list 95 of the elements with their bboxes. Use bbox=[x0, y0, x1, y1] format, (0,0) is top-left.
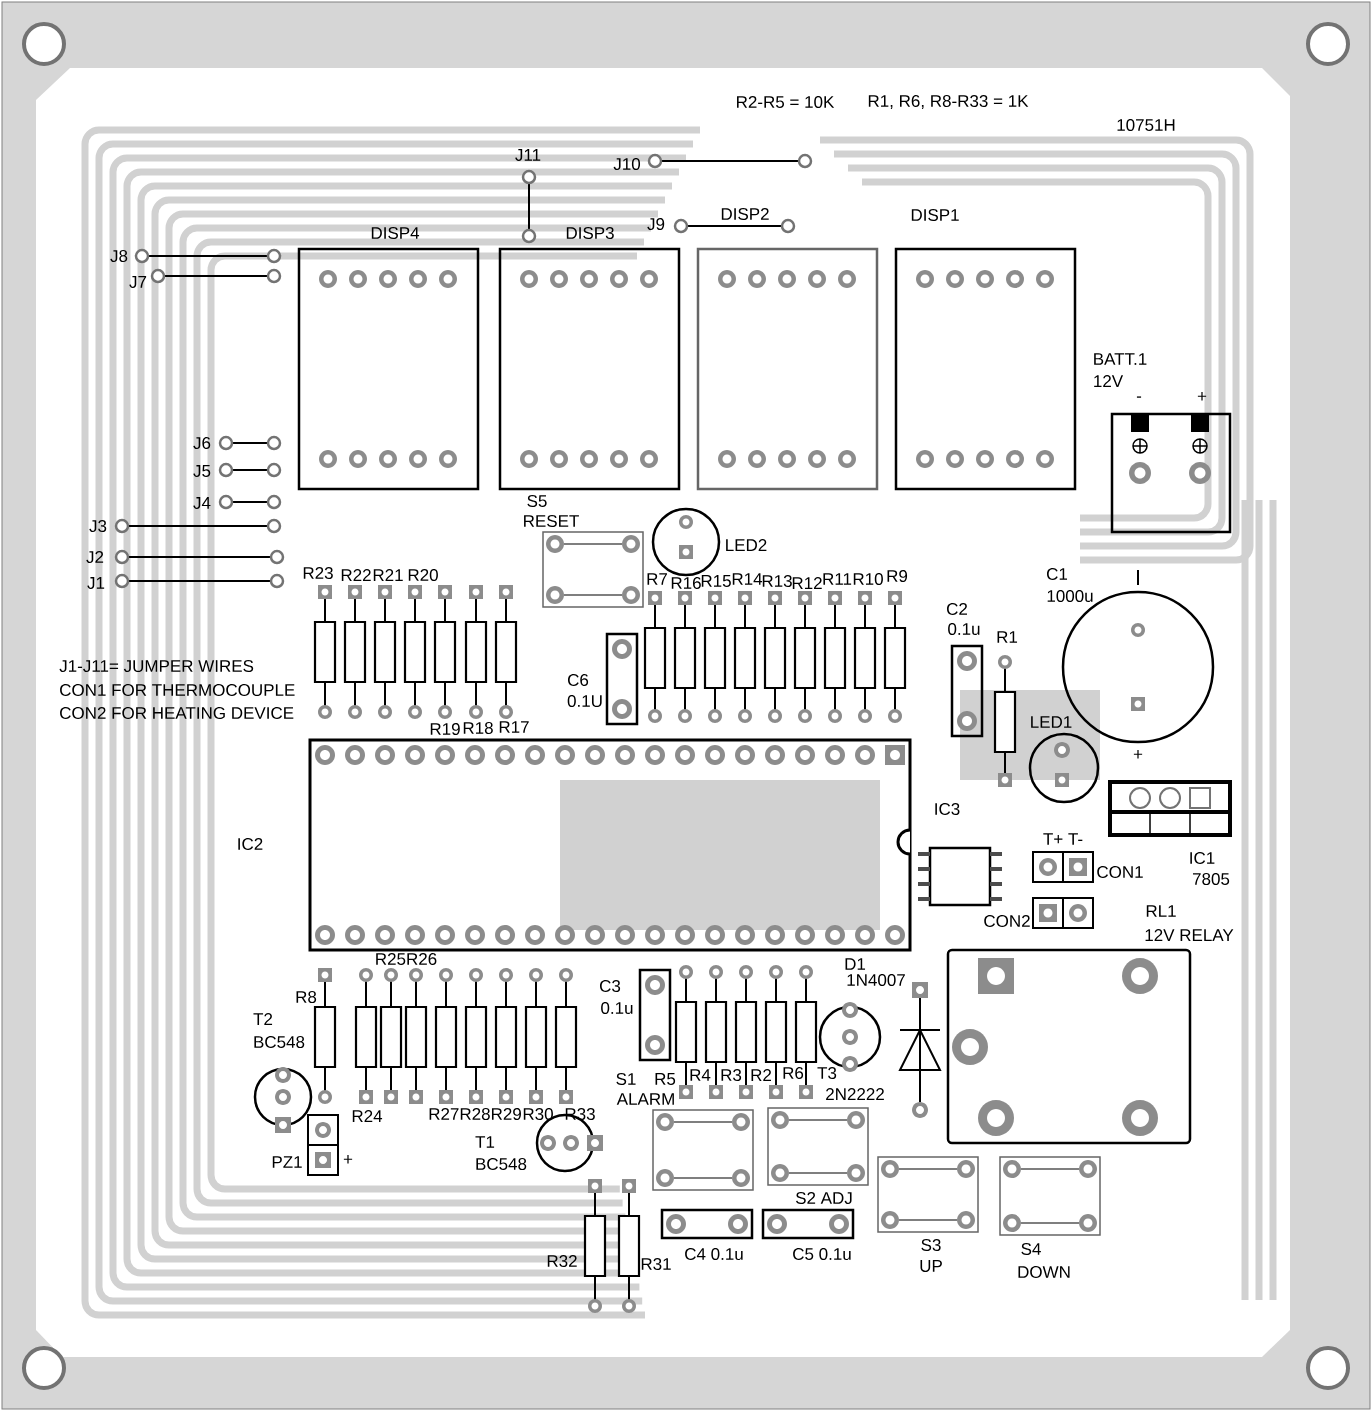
component-label: ALARM bbox=[616, 1093, 674, 1105]
component-label: J9 bbox=[647, 218, 665, 231]
component-label: 7805 bbox=[1192, 873, 1230, 886]
component-label: BATT.1 bbox=[1094, 353, 1147, 365]
component-label: 12V RELAY bbox=[1145, 929, 1234, 941]
component-label: 1N4007 bbox=[847, 974, 905, 987]
component-label: R8 bbox=[296, 991, 317, 1004]
component-label: LED2 bbox=[726, 539, 767, 551]
component-label: 0.1U bbox=[567, 695, 602, 708]
component-label: J8 bbox=[110, 250, 128, 263]
component-label: 10751H bbox=[1117, 119, 1175, 132]
component-label: T2 bbox=[253, 1013, 273, 1025]
component-label: C6 bbox=[568, 674, 589, 687]
component-label: + bbox=[1133, 750, 1143, 759]
component-label: S3 bbox=[921, 1239, 941, 1252]
component-label: R16 bbox=[671, 577, 701, 590]
component-label: C3 bbox=[600, 980, 621, 993]
component-label: C1 bbox=[1047, 568, 1068, 581]
component-label: R12 bbox=[792, 577, 822, 589]
component-label: R3 bbox=[721, 1069, 742, 1082]
component-label: R20 bbox=[408, 569, 438, 582]
component-label: J4 bbox=[193, 497, 211, 509]
component-label: R27R28R29 bbox=[429, 1108, 521, 1121]
component-label: C2 bbox=[947, 603, 967, 616]
component-label: R2-R5 = 10K bbox=[737, 96, 835, 109]
component-label: J11 bbox=[515, 149, 541, 161]
component-label: J7 bbox=[129, 276, 147, 288]
component-label: T1 bbox=[475, 1136, 495, 1148]
component-label: J3 bbox=[89, 520, 107, 533]
component-label: T3 bbox=[817, 1067, 837, 1080]
component-label: J5 bbox=[193, 465, 211, 477]
component-label: S5 bbox=[527, 495, 547, 508]
component-label: S1 bbox=[616, 1073, 636, 1086]
component-label: BC548 bbox=[476, 1158, 527, 1171]
component-label: R4 bbox=[690, 1069, 711, 1081]
component-label: R1, R6, R8-R33 = 1K bbox=[868, 95, 1029, 110]
component-label: CON2 bbox=[984, 915, 1030, 928]
component-label: J1 bbox=[87, 577, 105, 589]
component-label: J2 bbox=[86, 551, 104, 564]
component-label: R5 bbox=[655, 1073, 676, 1085]
component-label: J10 bbox=[613, 158, 641, 171]
component-label: R15 bbox=[701, 575, 731, 587]
component-label: 0.1u bbox=[601, 1002, 633, 1015]
component-label: PZ1 bbox=[272, 1156, 302, 1168]
component-label: DISP3 bbox=[566, 227, 614, 240]
component-label: IC2 bbox=[238, 838, 263, 851]
component-label: R13 bbox=[762, 575, 792, 588]
component-label: T+ T- bbox=[1043, 833, 1083, 845]
component-label: + bbox=[343, 1155, 353, 1164]
component-label: - bbox=[1136, 396, 1142, 398]
component-label: R25R26 bbox=[376, 953, 437, 966]
component-label: DOWN bbox=[1018, 1266, 1070, 1279]
component-label: LED1 bbox=[1031, 716, 1072, 728]
component-label: S2 ADJ bbox=[795, 1192, 852, 1205]
component-label: IC3 bbox=[935, 803, 960, 816]
component-label: 2N2222 bbox=[826, 1088, 884, 1100]
component-label: DISP4 bbox=[371, 227, 420, 240]
note-text: CON1 FOR THERMOCOUPLE bbox=[60, 684, 295, 697]
component-label: R24 bbox=[352, 1110, 383, 1122]
component-label: R6 bbox=[783, 1067, 804, 1080]
component-label: R19 bbox=[430, 723, 460, 736]
component-label: + bbox=[1197, 392, 1207, 401]
component-label: UP bbox=[920, 1260, 942, 1272]
component-label: R22 bbox=[341, 569, 371, 581]
component-label: R18 bbox=[463, 722, 493, 735]
component-label: C4 0.1u bbox=[685, 1248, 743, 1261]
component-label: R14 bbox=[732, 573, 763, 585]
component-label: DISP1 bbox=[911, 209, 959, 222]
component-label: R7 bbox=[647, 573, 667, 585]
component-label: CON1 bbox=[1097, 866, 1143, 879]
note-text: CON2 FOR HEATING DEVICE bbox=[60, 707, 294, 720]
component-label: S4 bbox=[1021, 1243, 1041, 1256]
component-label: R30 bbox=[523, 1108, 553, 1121]
component-label: C5 0.1u bbox=[793, 1248, 851, 1261]
component-label: R21 bbox=[373, 569, 403, 581]
component-label: J6 bbox=[193, 437, 211, 450]
component-label: DISP2 bbox=[721, 208, 769, 221]
component-label: R2 bbox=[751, 1069, 771, 1081]
component-label: 1000u bbox=[1047, 590, 1093, 603]
component-label: R1 bbox=[997, 631, 1018, 643]
component-label: R9 bbox=[887, 570, 908, 583]
component-label: R23 bbox=[303, 567, 333, 580]
component-label: 12V bbox=[1094, 375, 1124, 387]
component-label: R10 bbox=[853, 573, 883, 586]
component-label: R17 bbox=[499, 721, 529, 733]
component-label: R32 bbox=[547, 1255, 577, 1268]
component-label: BC548 bbox=[254, 1036, 305, 1049]
component-label: D1 bbox=[845, 958, 866, 970]
component-label: 0.1u bbox=[948, 623, 980, 636]
component-label: RL1 bbox=[1146, 905, 1176, 917]
component-label: RESET bbox=[524, 515, 579, 528]
note-text: J1-J11= JUMPER WIRES bbox=[59, 660, 254, 673]
component-label: IC1 bbox=[1190, 852, 1215, 865]
component-label: R31 bbox=[641, 1258, 671, 1271]
component-label: R11 bbox=[823, 573, 852, 585]
